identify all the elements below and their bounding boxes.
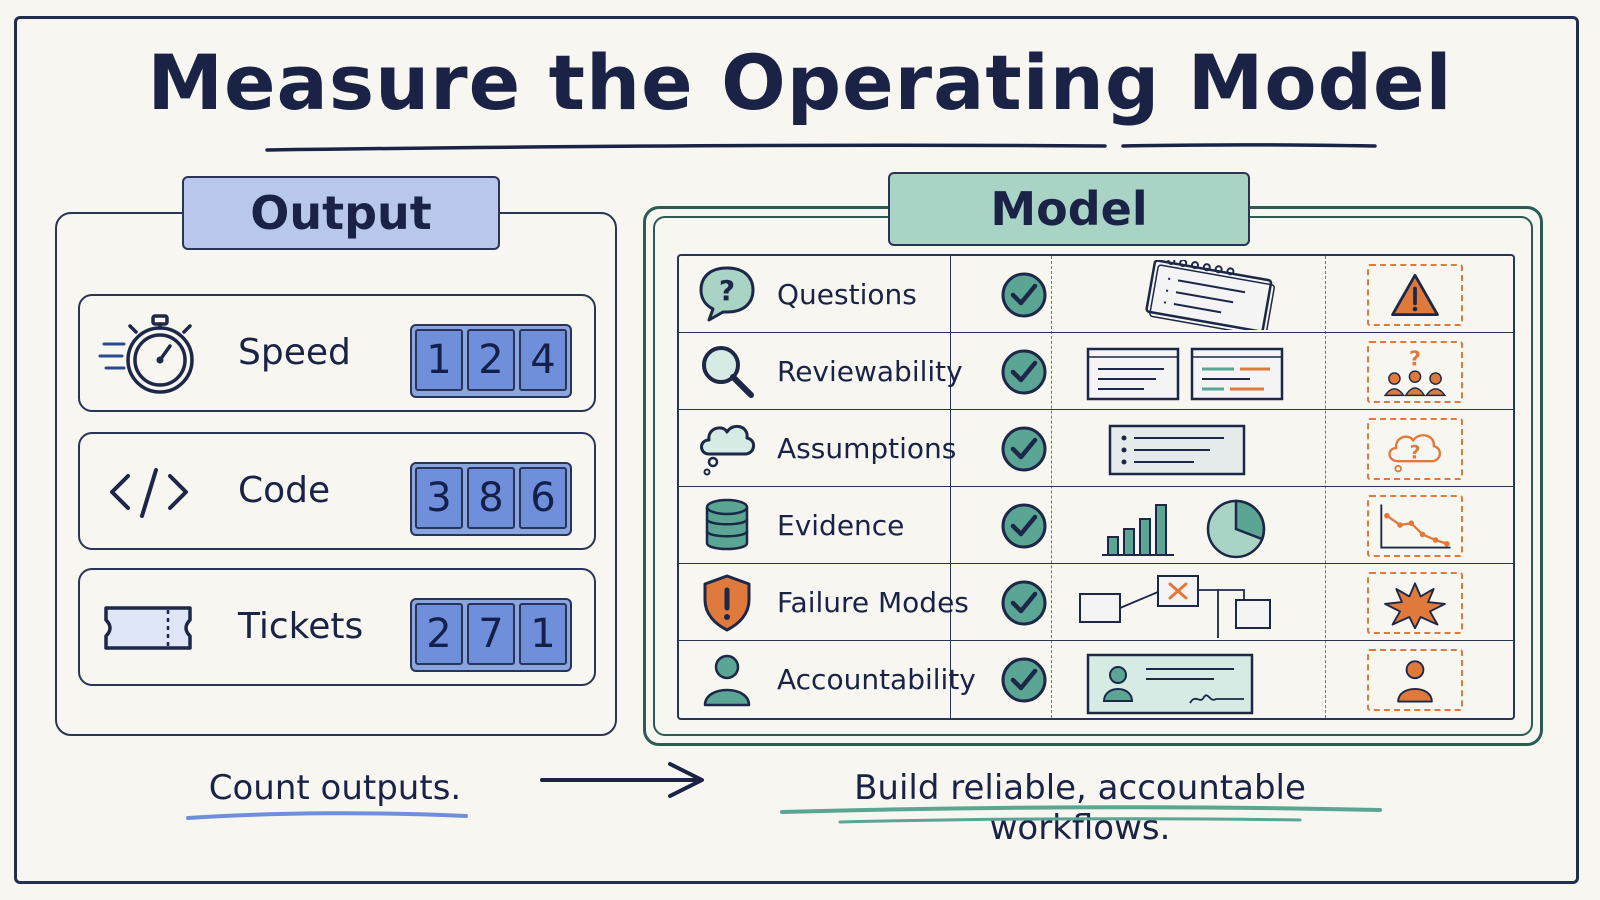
model-heading: Model <box>888 172 1250 246</box>
model-row-questions: ? Questions <box>679 256 1513 333</box>
model-row-label: Assumptions <box>777 432 957 465</box>
output-heading: Output <box>182 176 500 250</box>
model-row-reviewability: Reviewability ? <box>679 333 1513 410</box>
model-row-failure-modes: Failure Modes <box>679 564 1513 641</box>
metric-label: Code <box>238 470 331 511</box>
footer-right-text: Build reliable, accountable workflows. <box>854 768 1306 848</box>
list-card-icon <box>1108 424 1246 476</box>
svg-text:?: ? <box>1409 346 1421 370</box>
document-compare-icon <box>1086 347 1284 401</box>
svg-text:?: ? <box>1410 442 1421 463</box>
counter-digit: 6 <box>519 467 567 529</box>
risk-cell <box>1367 572 1463 634</box>
explosion-icon <box>1384 582 1446 630</box>
model-row-evidence: Evidence <box>679 487 1513 564</box>
counter-digit: 1 <box>519 603 567 665</box>
counter-digit: 2 <box>415 603 463 665</box>
risk-cell: ? <box>1367 341 1463 403</box>
magnifier-icon <box>702 346 754 398</box>
grid-divider <box>950 256 951 718</box>
question-cloud-icon: ? <box>1388 434 1441 473</box>
metric-row-code: Code 3 8 6 <box>78 432 596 550</box>
counter-digit: 3 <box>415 467 463 529</box>
counter-digit: 1 <box>415 329 463 391</box>
model-row-label: Failure Modes <box>777 586 969 619</box>
metric-label: Speed <box>238 332 351 373</box>
model-row-accountability: Accountability <box>679 641 1513 718</box>
person-icon <box>1397 660 1433 703</box>
question-bubble-icon: ? <box>699 266 755 322</box>
model-row-label: Evidence <box>777 509 905 542</box>
risk-cell <box>1367 264 1463 326</box>
charts-icon <box>1102 499 1266 559</box>
model-row-assumptions: Assumptions ? <box>679 410 1513 487</box>
risk-cell <box>1367 495 1463 557</box>
person-icon <box>703 654 751 707</box>
stopwatch-icon <box>98 314 194 394</box>
counter-digit: 2 <box>467 329 515 391</box>
counter-digit: 7 <box>467 603 515 665</box>
outer-frame <box>14 16 1579 884</box>
notepad-icon <box>1145 260 1275 330</box>
database-icon <box>705 498 749 551</box>
flowchart-failure-icon <box>1079 575 1271 638</box>
model-row-label: Accountability <box>777 663 976 696</box>
code-counter: 3 8 6 <box>410 462 572 536</box>
declining-chart-icon <box>1380 504 1451 549</box>
model-row-label: Reviewability <box>777 355 963 388</box>
tickets-counter: 2 7 1 <box>410 598 572 672</box>
confused-people-icon: ? <box>1383 346 1447 397</box>
grid-divider <box>1325 256 1326 718</box>
counter-digit: 4 <box>519 329 567 391</box>
check-icon <box>1001 349 1047 395</box>
check-icon <box>1001 657 1047 703</box>
warning-icon <box>1391 273 1439 317</box>
metric-row-tickets: Tickets 2 7 1 <box>78 568 596 686</box>
shield-alert-icon <box>703 574 751 632</box>
check-icon <box>1001 272 1047 318</box>
metric-label: Tickets <box>238 606 364 647</box>
check-icon <box>1001 503 1047 549</box>
page-title: Measure the Operating Model <box>147 38 1453 127</box>
svg-text:?: ? <box>719 274 735 307</box>
footer-left-text: Count outputs. <box>208 768 462 808</box>
metric-row-speed: Speed 1 2 4 <box>78 294 596 412</box>
signed-id-card-icon <box>1086 653 1254 715</box>
title-underline <box>265 143 1377 152</box>
counter-digit: 8 <box>467 467 515 529</box>
ticket-icon <box>104 606 192 650</box>
risk-cell: ? <box>1367 418 1463 480</box>
model-row-label: Questions <box>777 278 917 311</box>
check-icon <box>1001 426 1047 472</box>
grid-divider <box>1051 256 1052 718</box>
check-icon <box>1001 580 1047 626</box>
code-brackets-icon <box>110 468 188 518</box>
risk-cell <box>1367 649 1463 711</box>
thought-cloud-icon <box>700 424 755 476</box>
speed-counter: 1 2 4 <box>410 324 572 398</box>
model-grid: ? Questions Review <box>677 254 1515 720</box>
